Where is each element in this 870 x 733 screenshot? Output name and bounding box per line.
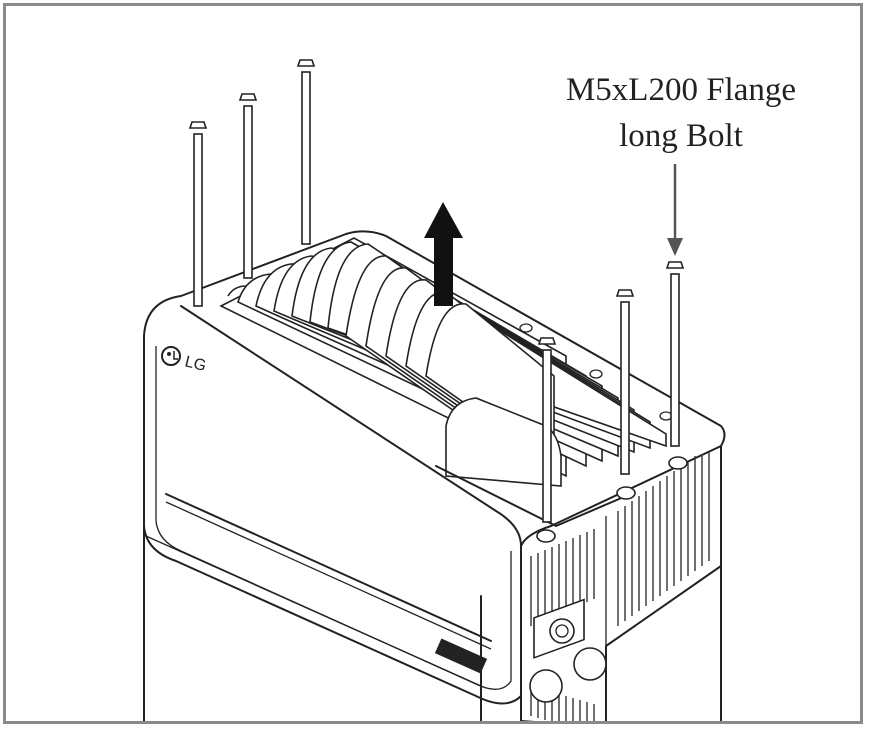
bolt-5 [615,289,635,475]
down-arrow-icon [667,164,683,256]
up-arrow-icon [424,202,463,306]
front-panel [143,305,522,705]
connector-ports [529,598,607,703]
lg-logo-icon: LG [161,346,208,375]
side-vents [530,452,710,721]
brand-logo-text: LG [183,353,208,375]
diagram-frame: LG M5xL200 Flange long Bolt [3,3,863,724]
callout-label-line2: long Bolt [619,118,743,154]
battery-unit-illustration: LG [143,59,726,721]
housing-top [143,230,726,547]
bolt-2 [238,93,258,279]
bolt-1 [188,121,208,307]
callout-label-line1: M5xL200 Flange [565,72,797,108]
bolt-6 [665,261,685,447]
side-panel [520,445,722,721]
mount-tabs [519,323,688,543]
bolt-3 [296,59,316,245]
bolt-4 [537,337,557,523]
